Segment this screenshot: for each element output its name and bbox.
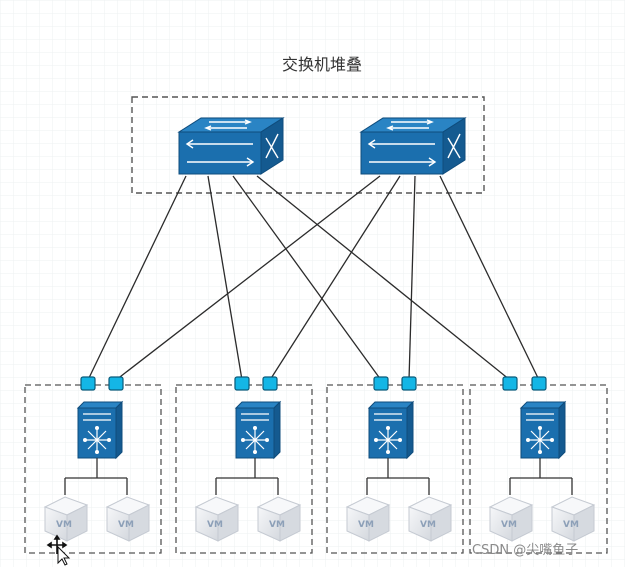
vm-label: VM (563, 520, 579, 530)
uplink-port (531, 376, 547, 391)
group-box (175, 384, 313, 554)
vm-1: VM (43, 496, 89, 542)
uplink-port (108, 376, 124, 391)
uplink-line (408, 175, 416, 381)
access-group-3: VM VM (326, 384, 464, 554)
uplink-line (207, 175, 243, 381)
access-groups: VM VM VM VM VM VM VM VM (24, 376, 608, 566)
uplink-line (269, 175, 401, 381)
move-cursor-icon (46, 534, 71, 566)
vm-label: VM (56, 520, 72, 530)
core-switch-2 (359, 117, 467, 175)
vm-2: VM (550, 496, 596, 542)
access-group-2: VM VM (175, 384, 313, 554)
group-box (326, 384, 464, 554)
vm-connector (64, 458, 128, 495)
watermark: CSDN @尖嘴鱼子 (472, 543, 579, 558)
access-switch (519, 400, 567, 460)
vm-2: VM (407, 496, 453, 542)
access-switch (76, 400, 124, 460)
vm-connector (509, 458, 573, 495)
vm-1: VM (488, 496, 534, 542)
vm-label: VM (358, 520, 374, 530)
vm-label: VM (207, 520, 223, 530)
vm-label: VM (269, 520, 285, 530)
vm-connector (366, 458, 430, 495)
vm-1: VM (345, 496, 391, 542)
uplink-line (115, 175, 381, 381)
uplink-line (87, 175, 187, 381)
uplink-line (256, 175, 511, 381)
uplink-port (234, 376, 250, 391)
access-switch (367, 400, 415, 460)
uplink-port (502, 376, 518, 391)
vm-1: VM (194, 496, 240, 542)
access-group-4: VM VM (469, 384, 608, 554)
vm-label: VM (420, 520, 436, 530)
uplink-line (439, 175, 540, 381)
core-switches (177, 117, 467, 175)
uplink-port (373, 376, 389, 391)
vm-2: VM (256, 496, 302, 542)
group-box (24, 384, 162, 554)
core-switch-1 (177, 117, 285, 175)
access-switch (234, 400, 282, 460)
vm-connector (215, 458, 279, 495)
uplink-line (232, 175, 382, 381)
uplink-port (401, 376, 417, 391)
vm-label: VM (118, 520, 134, 530)
access-group-1: VM VM (24, 384, 162, 554)
uplink-port (80, 376, 96, 391)
uplink-lines (87, 175, 540, 381)
stack-group-box (131, 96, 485, 194)
stack-title: 交换机堆叠 (282, 55, 362, 74)
vm-2: VM (105, 496, 151, 542)
group-box (469, 384, 608, 554)
uplink-port (262, 376, 278, 391)
vm-label: VM (501, 520, 517, 530)
